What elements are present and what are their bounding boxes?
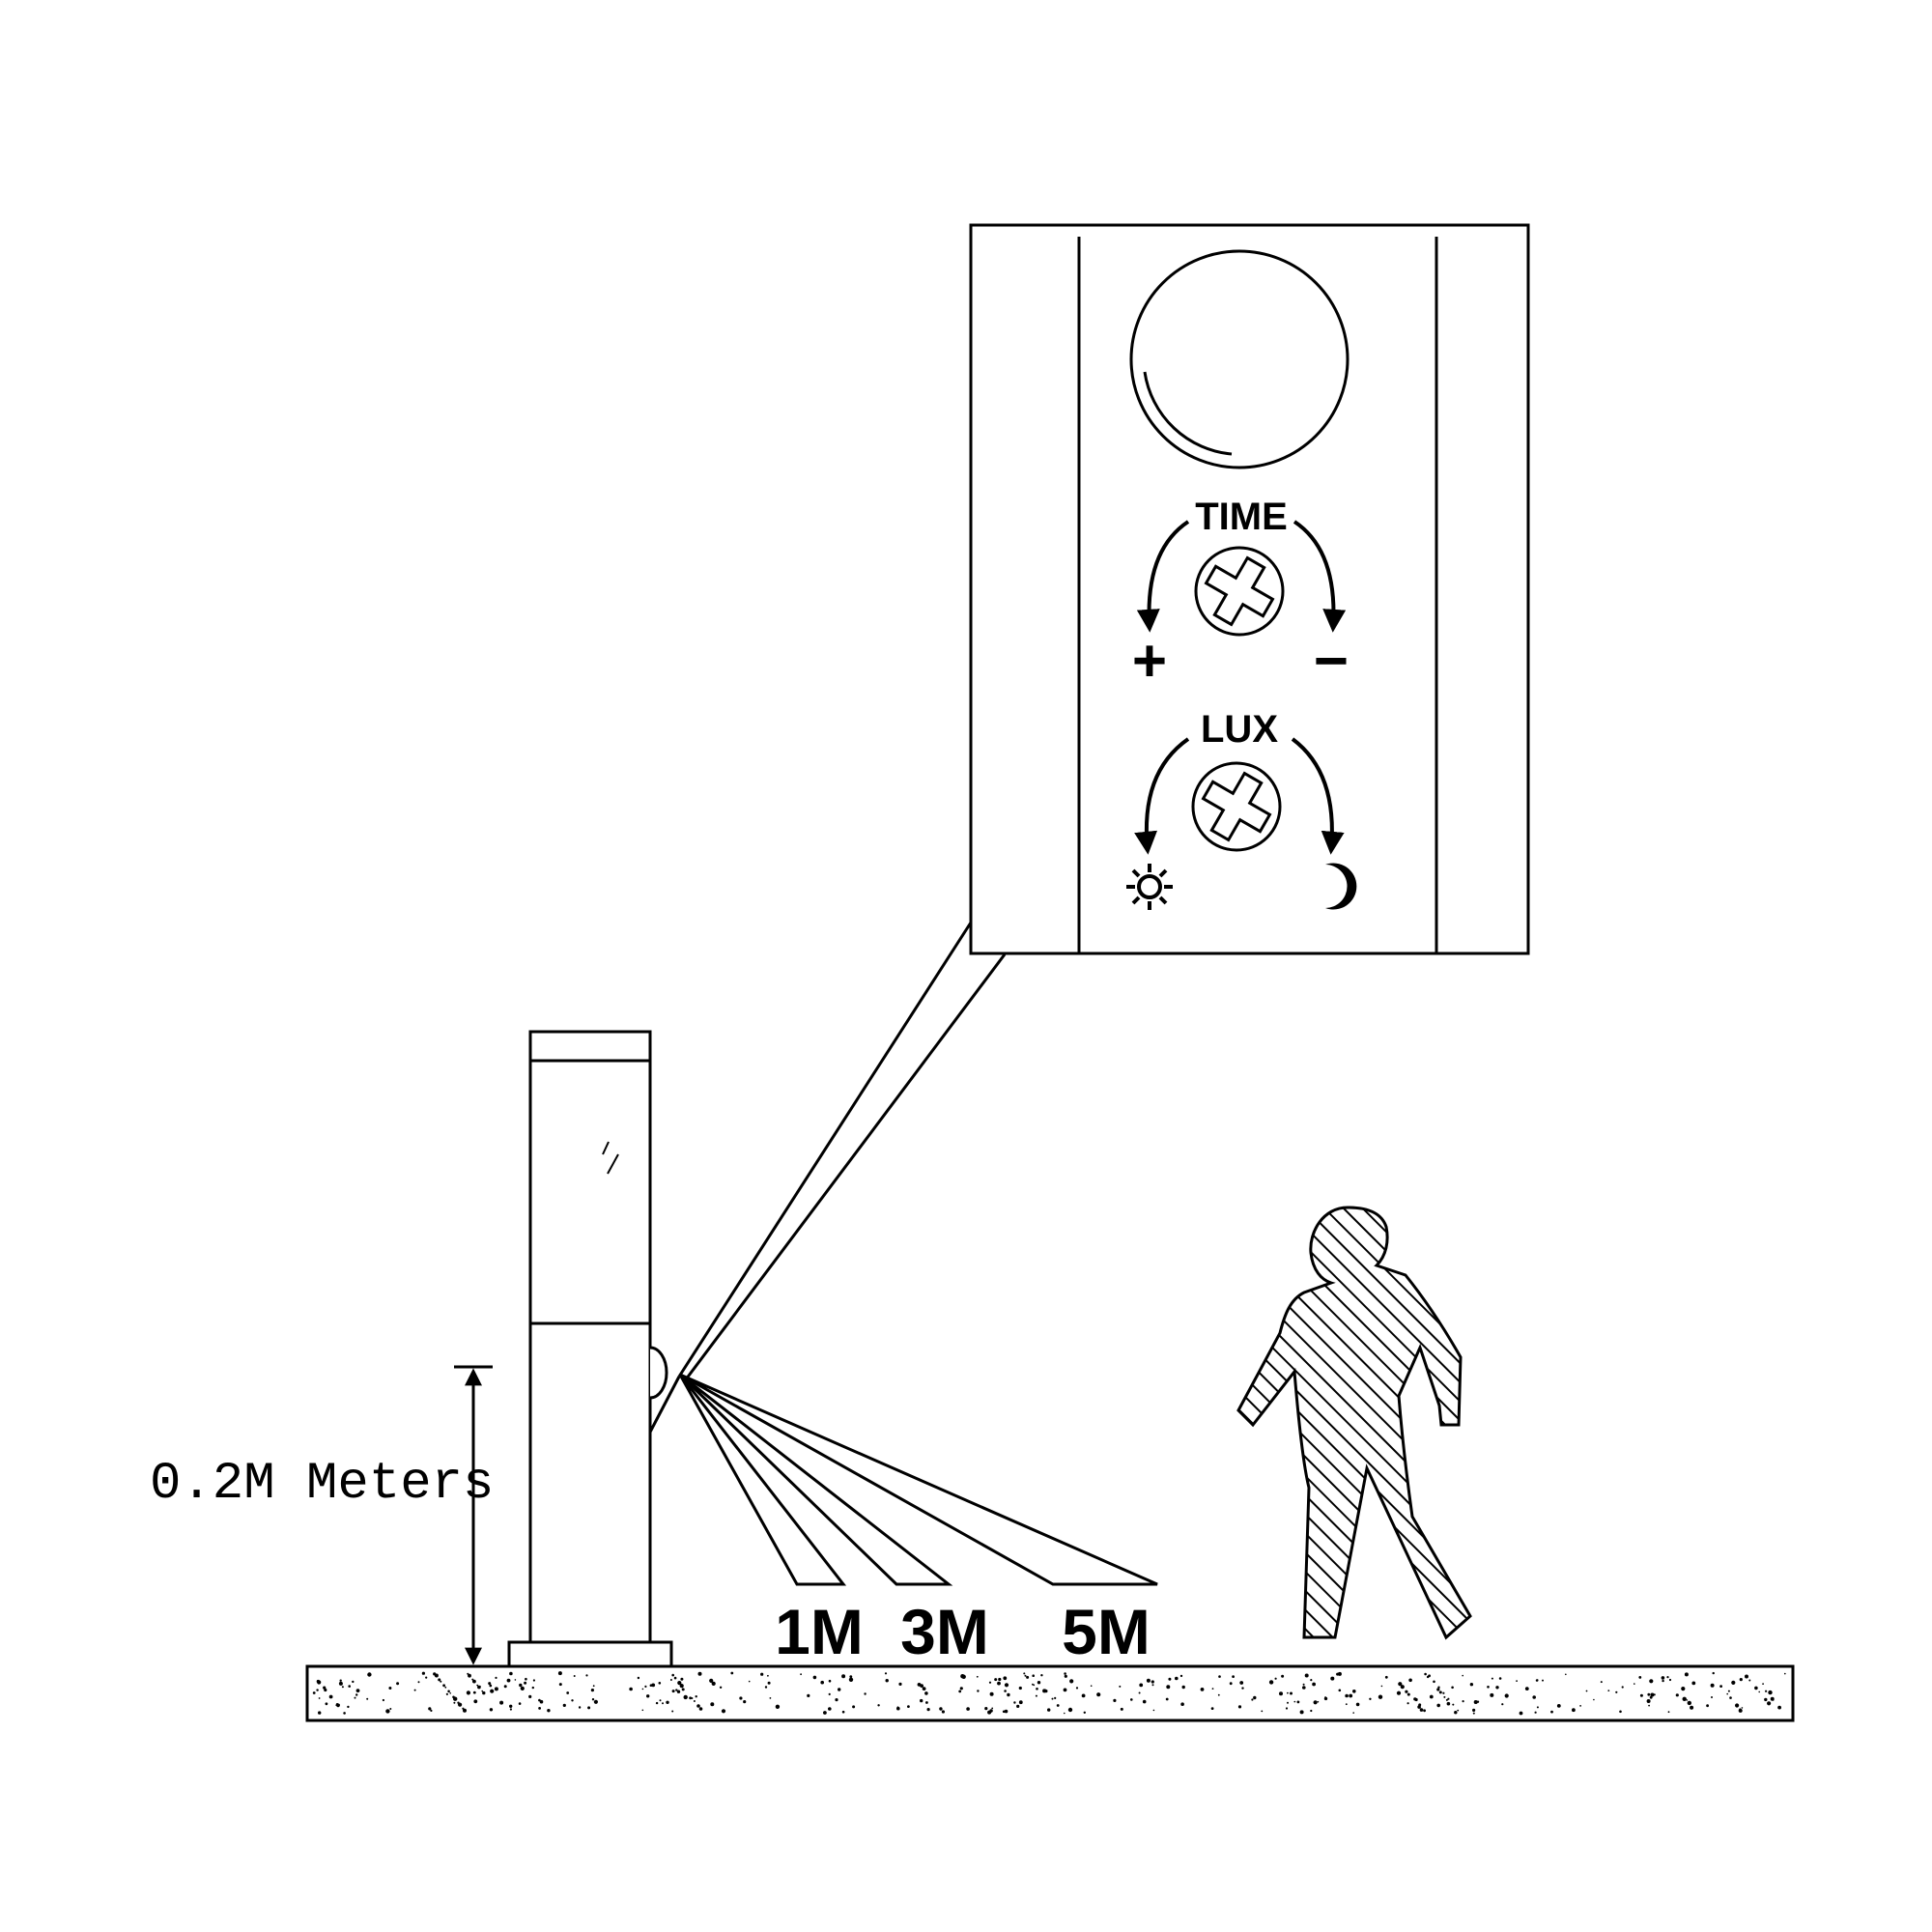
bollard-light <box>507 1030 673 1668</box>
moon-icon <box>1325 863 1357 910</box>
range-label: 1M <box>775 1596 864 1667</box>
range-label: 5M <box>1062 1596 1151 1667</box>
time-plus-sign: + <box>1132 628 1167 695</box>
time-arrow-right <box>1293 520 1347 633</box>
height-label: 0.2M Meters <box>150 1455 494 1514</box>
screw-icon[interactable] <box>1191 761 1282 852</box>
sensor-panel: TIME + − LUX <box>969 223 1530 955</box>
height-dimension <box>454 1365 493 1665</box>
range-label: 3M <box>900 1596 989 1667</box>
lux-label: LUX <box>1201 708 1278 751</box>
screw-icon[interactable] <box>1194 546 1285 637</box>
pir-lens-icon <box>1129 249 1350 469</box>
time-label: TIME <box>1195 496 1288 538</box>
ground <box>305 1664 1795 1722</box>
lux-arrow-left <box>1134 737 1190 855</box>
time-minus-sign: − <box>1314 628 1349 695</box>
detection-beams <box>678 1373 1158 1586</box>
time-arrow-left <box>1136 520 1190 633</box>
walking-person-icon <box>1236 1206 1472 1640</box>
callout-lines <box>643 922 1007 1442</box>
lux-arrow-right <box>1291 737 1345 855</box>
sun-icon <box>1126 864 1173 910</box>
pir-sensor-dome <box>649 1346 668 1400</box>
